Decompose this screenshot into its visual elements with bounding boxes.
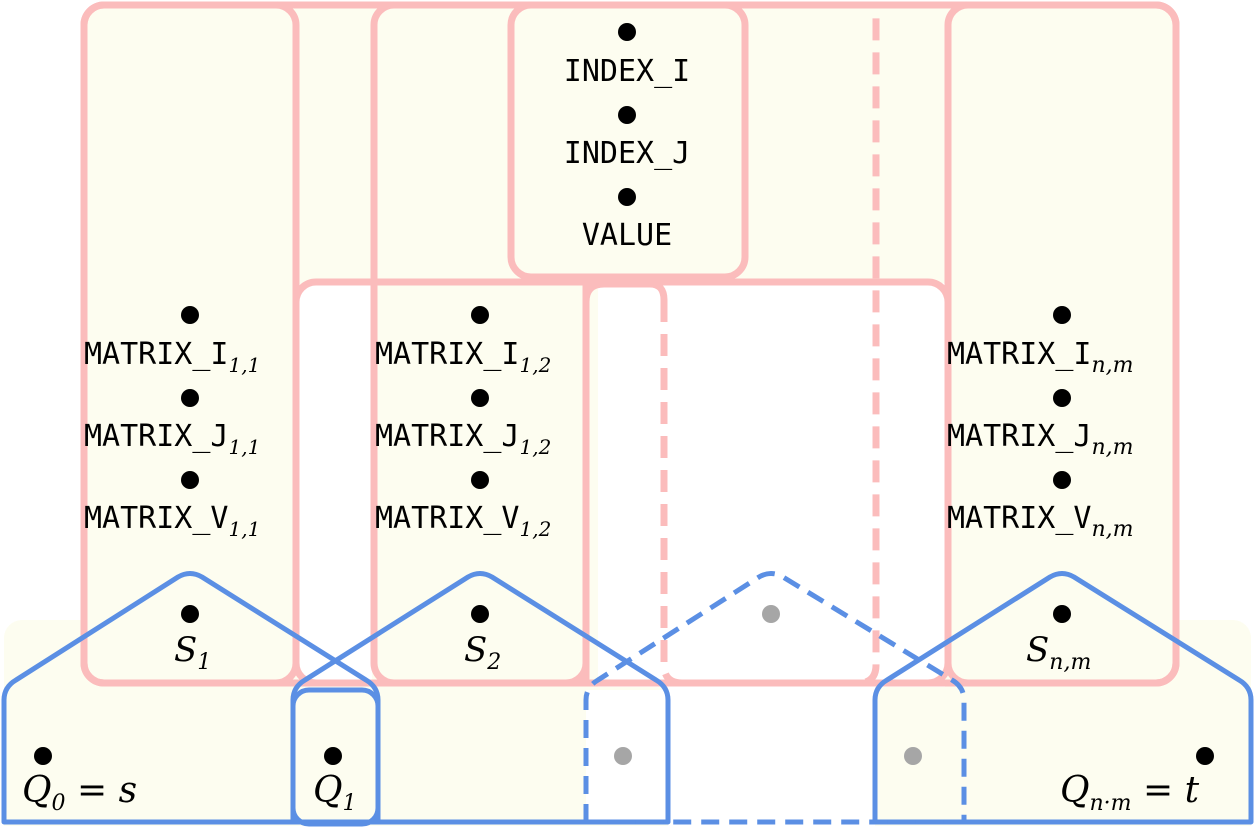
dot-matrix-j-s12 bbox=[471, 389, 489, 407]
column-s11-labels: MATRIX_I1,1 MATRIX_J1,1 MATRIX_V1,1 S1 bbox=[84, 337, 260, 675]
blue-pentagon-s2 bbox=[290, 571, 671, 825]
column-s12-labels: MATRIX_I1,2 MATRIX_J1,2 MATRIX_V1,2 S2 bbox=[375, 337, 551, 675]
dot-q0 bbox=[34, 747, 52, 765]
pink-box-col-snm bbox=[944, 1, 1180, 687]
dot-matrix-j-s11 bbox=[181, 389, 199, 407]
blue-pentagon-s1 bbox=[1, 571, 381, 825]
label-s2: S2 bbox=[464, 630, 501, 675]
q-labels: Q0 = s Q1 Qn·m = t bbox=[22, 770, 1200, 816]
dot-q1 bbox=[324, 747, 342, 765]
dot-matrix-v-snm bbox=[1053, 471, 1071, 489]
label-matrix-v-snm: MATRIX_Vn,m bbox=[947, 501, 1134, 542]
white-regions bbox=[298, 283, 945, 826]
gray-dots bbox=[614, 605, 922, 765]
dot-snm bbox=[1053, 605, 1071, 623]
dot-matrix-i-s12 bbox=[471, 306, 489, 324]
label-matrix-i-s11: MATRIX_I1,1 bbox=[84, 337, 260, 377]
dot-matrix-v-s11 bbox=[181, 471, 199, 489]
label-q0: Q0 = s bbox=[22, 770, 137, 816]
label-snm: Sn,m bbox=[1026, 630, 1091, 675]
blue-dashed-pentagon bbox=[583, 571, 967, 825]
label-matrix-v-s12: MATRIX_V1,2 bbox=[375, 501, 551, 541]
blue-pentagon-snm bbox=[872, 571, 1254, 825]
column-snm-labels: MATRIX_In,m MATRIX_Jn,m MATRIX_Vn,m Sn,m bbox=[947, 337, 1134, 675]
hex-s2-fill bbox=[293, 572, 668, 826]
dot-value bbox=[618, 188, 636, 206]
label-q1: Q1 bbox=[313, 770, 357, 816]
gray-dot-virtual-s bbox=[762, 605, 780, 623]
label-index-i: INDEX_I bbox=[564, 54, 690, 89]
dot-matrix-i-snm bbox=[1053, 306, 1071, 324]
label-qnm: Qn·m = t bbox=[1060, 770, 1200, 816]
hex-snm-fill bbox=[875, 572, 1251, 826]
dot-s1 bbox=[181, 605, 199, 623]
white-mid-region bbox=[598, 283, 945, 826]
white-gap-left bbox=[298, 285, 372, 685]
gray-dot-virtual-q-right bbox=[904, 747, 922, 765]
dot-matrix-v-s12 bbox=[471, 471, 489, 489]
label-matrix-v-s11: MATRIX_V1,1 bbox=[84, 501, 260, 541]
label-matrix-j-s12: MATRIX_J1,2 bbox=[375, 419, 551, 459]
pink-boxes bbox=[80, 1, 1180, 687]
dot-matrix-j-snm bbox=[1053, 389, 1071, 407]
pink-dashed-column bbox=[660, 5, 880, 687]
label-matrix-i-s12: MATRIX_I1,2 bbox=[375, 337, 551, 377]
blue-shapes bbox=[1, 571, 1254, 827]
dot-qnm bbox=[1196, 747, 1214, 765]
label-value: VALUE bbox=[582, 218, 672, 253]
label-matrix-i-snm: MATRIX_In,m bbox=[947, 337, 1134, 378]
label-index-j: INDEX_J bbox=[564, 136, 690, 171]
label-matrix-j-snm: MATRIX_Jn,m bbox=[947, 419, 1134, 460]
dot-index-i bbox=[618, 23, 636, 41]
hex-s1-fill bbox=[4, 572, 378, 826]
pink-box-center bbox=[507, 1, 749, 281]
label-s1: S1 bbox=[174, 630, 211, 675]
center-labels: INDEX_I INDEX_J VALUE bbox=[564, 54, 690, 253]
blue-q1-box bbox=[290, 687, 381, 827]
pink-box-inner-gap bbox=[582, 280, 668, 683]
gray-dot-virtual-q-left bbox=[614, 747, 632, 765]
dot-matrix-i-s11 bbox=[181, 306, 199, 324]
dots bbox=[34, 23, 1214, 765]
label-matrix-j-s11: MATRIX_J1,1 bbox=[84, 419, 260, 459]
dot-index-j bbox=[618, 106, 636, 124]
dot-s2 bbox=[471, 605, 489, 623]
